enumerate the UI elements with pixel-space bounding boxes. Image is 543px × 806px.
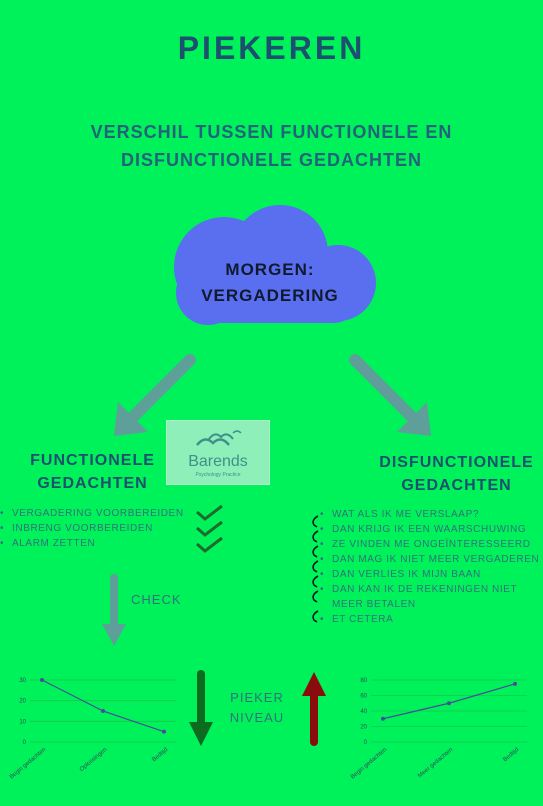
series-line bbox=[41, 679, 165, 733]
check-label: CHECK bbox=[131, 592, 182, 607]
dysfunctional-title-line-1: DISFUNCTIONELE bbox=[379, 454, 534, 471]
list-item: WAT ALS IK ME VERSLAAP? bbox=[312, 507, 543, 522]
x-tick-label: Bedtijd bbox=[502, 747, 520, 763]
y-tick-label: 60 bbox=[360, 694, 367, 700]
y-tick-label: 10 bbox=[19, 719, 26, 725]
list-item: DAN VERLIES IK MIJN BAAN bbox=[312, 567, 543, 582]
arrow-down-green-icon bbox=[189, 670, 213, 746]
dysfunctional-title-line-2: GEDACHTEN bbox=[401, 477, 512, 494]
list-item: INBRENG VOORBEREIDEN bbox=[0, 521, 195, 536]
arrow-down-right-icon bbox=[349, 354, 431, 436]
data-point bbox=[513, 681, 517, 686]
list-item: DAN KAN IK DE REKENINGEN NIET MEER BETAL… bbox=[312, 582, 543, 612]
dysfunctional-list: WAT ALS IK ME VERSLAAP? DAN KRIJG IK EEN… bbox=[312, 507, 543, 627]
pieker-line-1: PIEKER bbox=[230, 690, 284, 705]
x-tick-label: Begin gedachten bbox=[9, 747, 47, 781]
checkmarks-icon bbox=[196, 504, 223, 553]
data-point bbox=[381, 716, 385, 721]
curl-markers-icon bbox=[312, 515, 319, 623]
y-tick-label: 40 bbox=[360, 709, 367, 715]
y-tick-label: 20 bbox=[360, 725, 367, 731]
data-point bbox=[447, 701, 451, 706]
list-item: VERGADERING VOORBEREIDEN bbox=[0, 506, 195, 521]
subtitle-line-2: DISFUNCTIONELE GEDACHTEN bbox=[120, 150, 422, 170]
list-item: DAN MAG IK NIET MEER VERGADEREN bbox=[312, 552, 543, 567]
x-tick-label: Oplossingen bbox=[79, 747, 108, 773]
dysfunctional-title: DISFUNCTIONELE GEDACHTEN bbox=[370, 451, 543, 497]
x-tick-label: Meer gedachten bbox=[417, 747, 454, 779]
page-subtitle: VERSCHIL TUSSEN FUNCTIONELE EN DISFUNCTI… bbox=[40, 118, 503, 174]
pieker-line-2: NIVEAU bbox=[229, 710, 285, 725]
functional-title-line-1: FUNCTIONELE bbox=[30, 452, 155, 469]
data-point bbox=[40, 678, 44, 682]
logo-tagline: Psychology Practice bbox=[195, 472, 241, 478]
list-item: DAN KRIJG IK EEN WAARSCHUWING bbox=[312, 522, 543, 537]
arrow-up-red-icon bbox=[302, 672, 326, 746]
x-tick-label: Bedtijd bbox=[151, 747, 169, 763]
cloud-text: MORGEN: VERGADERING bbox=[170, 257, 370, 309]
y-tick-label: 30 bbox=[19, 678, 26, 684]
logo-name: Barends bbox=[188, 453, 248, 470]
barends-logo: Barends Psychology Practice bbox=[166, 420, 270, 485]
cloud-line-2: VERGADERING bbox=[201, 286, 339, 305]
x-tick-label: Begin gedachten bbox=[350, 747, 388, 781]
functional-title: FUNCTIONELE GEDACHTEN bbox=[20, 449, 165, 495]
cloud-icon bbox=[174, 205, 376, 325]
functional-list: VERGADERING VOORBEREIDEN INBRENG VOORBER… bbox=[0, 506, 195, 551]
page-title: PIEKEREN bbox=[177, 30, 366, 66]
y-tick-label: 0 bbox=[364, 740, 368, 746]
list-item: ET CETERA bbox=[312, 612, 543, 627]
list-item: ALARM ZETTEN bbox=[0, 536, 195, 551]
pieker-niveau-label: PIEKER NIVEAU bbox=[220, 688, 294, 728]
y-tick-label: 20 bbox=[19, 699, 26, 705]
arrow-check-down-icon bbox=[102, 574, 126, 646]
data-point bbox=[101, 709, 105, 713]
y-tick-label: 80 bbox=[360, 678, 367, 684]
cloud-line-1: MORGEN: bbox=[225, 260, 315, 279]
data-point bbox=[162, 729, 166, 734]
y-tick-label: 0 bbox=[23, 740, 27, 746]
functional-title-line-2: GEDACHTEN bbox=[37, 475, 148, 492]
subtitle-line-1: VERSCHIL TUSSEN FUNCTIONELE EN bbox=[90, 122, 453, 142]
arrow-down-left-icon bbox=[114, 354, 196, 436]
list-item: ZE VINDEN ME ONGEÏNTERESSEERD bbox=[312, 537, 543, 552]
birds-logo-icon bbox=[196, 430, 242, 446]
